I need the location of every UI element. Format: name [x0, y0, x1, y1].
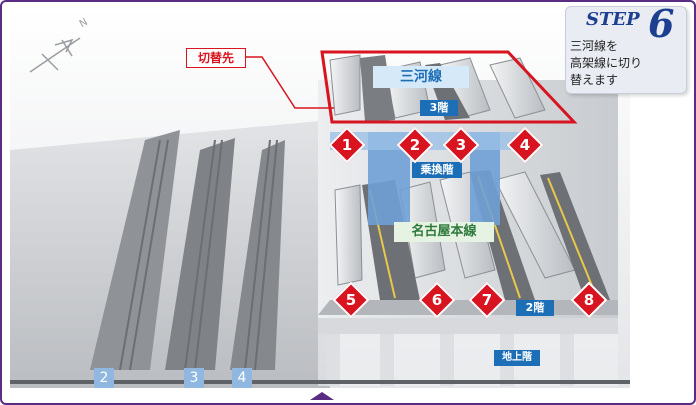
ground-track-3: 3	[184, 368, 204, 388]
ground-floor-label: 地上階	[494, 350, 540, 366]
step-callout: STEP 6 三河線を 高架線に切り 替えます	[565, 1, 687, 94]
step-number: 6	[648, 1, 675, 46]
platform-marker-4: 4	[506, 126, 544, 164]
floor3-label: 3階	[420, 100, 458, 116]
switch-target-highlight	[320, 50, 578, 124]
step-text-line2: 高架線に切り	[570, 56, 643, 70]
floor2-label: 2階	[516, 300, 554, 316]
platform-marker-2: 2	[396, 126, 434, 164]
platform-marker-5: 5	[332, 281, 370, 319]
ground-track-4: 4	[232, 368, 252, 388]
step-text-line3: 替えます	[570, 73, 619, 87]
transfer-floor-label: 乗換階	[412, 162, 462, 178]
platform-marker-7: 7	[468, 281, 506, 319]
platform-marker-8: 8	[570, 281, 608, 319]
step-word: STEP	[586, 9, 640, 30]
nagoya-line-label: 名古屋本線	[394, 222, 494, 242]
mikawa-line-label: 三河線	[373, 66, 469, 88]
ground-track-2: 2	[94, 368, 114, 388]
step-text-line1: 三河線を	[570, 39, 619, 53]
switch-target-label: 切替先	[186, 48, 246, 68]
platform-marker-6: 6	[418, 281, 456, 319]
platform-marker-1: 1	[328, 126, 366, 164]
platform-marker-3: 3	[442, 126, 480, 164]
